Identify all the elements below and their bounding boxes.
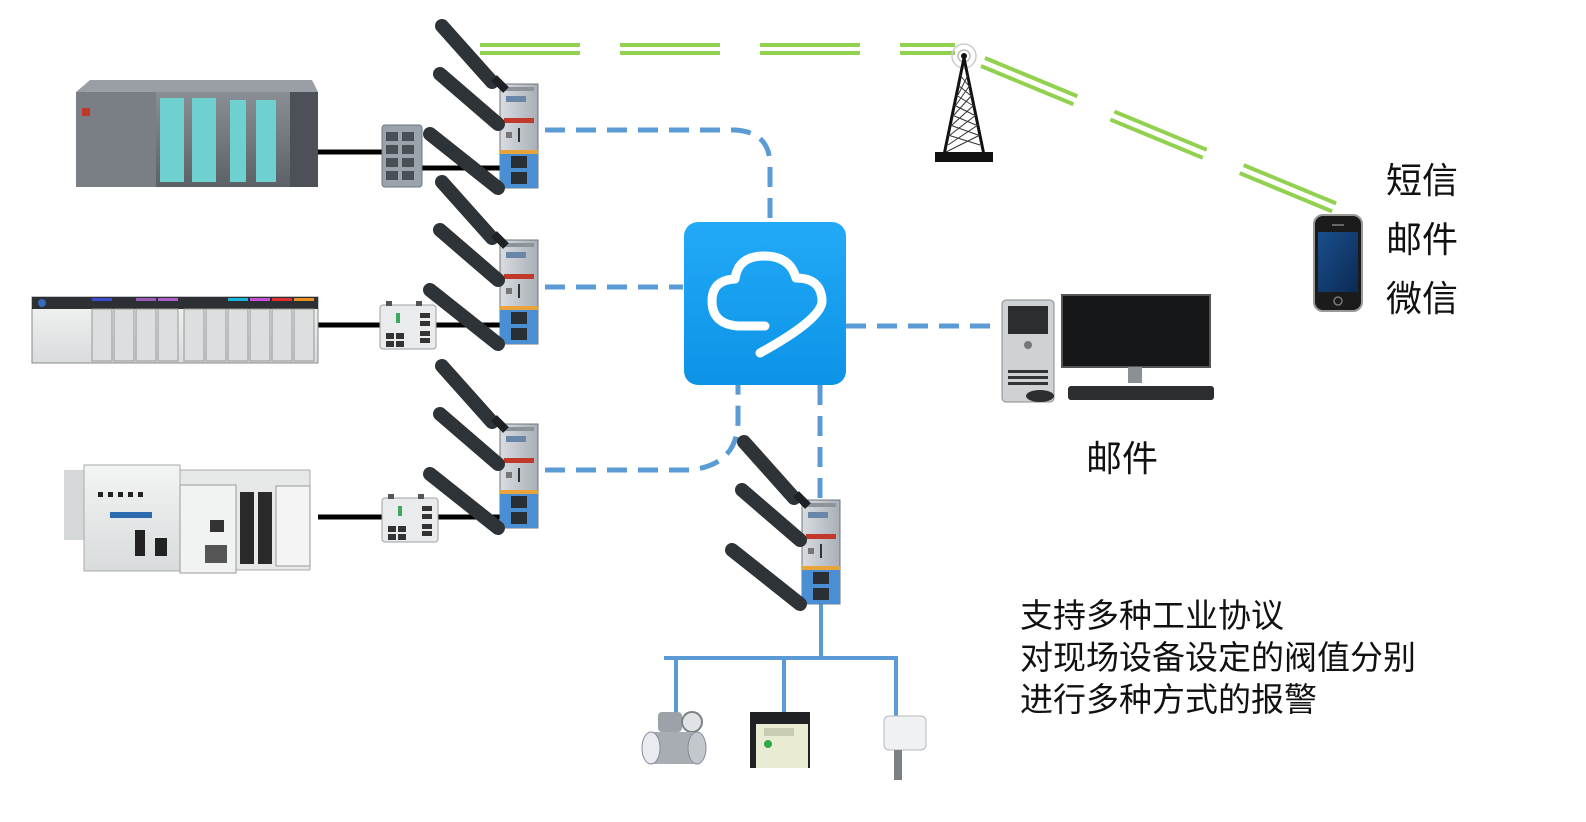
alert-method-email: 邮件 (1386, 220, 1459, 261)
cloud-platform[interactable] (684, 222, 846, 385)
description-line-3: 进行多种方式的报警 (1020, 680, 1317, 719)
link-router3-cloud (545, 385, 741, 473)
description-line-2: 对现场设备设定的阀值分别 (1020, 638, 1416, 677)
field-bus (664, 602, 898, 716)
wireless-link-router-to-tower (480, 43, 955, 55)
temperature-sensor-device (883, 715, 927, 780)
feature-description: 支持多种工业协议 对现场设备设定的阀值分别 进行多种方式的报警 (1020, 595, 1416, 721)
alert-method-wechat: 微信 (1386, 279, 1459, 320)
wireless-link-tower-to-phone (980, 56, 1341, 215)
cloud-links (545, 127, 1000, 502)
cellular-router-2 (430, 182, 538, 344)
cellular-router-1 (430, 26, 538, 188)
plc-schneider-rack (64, 464, 311, 574)
ethernet-switch-1 (381, 124, 423, 188)
cellular-router-3 (430, 366, 538, 528)
description-line-1: 支持多种工业协议 (1020, 596, 1284, 635)
ethernet-switch-3 (381, 493, 439, 543)
cellular-router-4 (732, 442, 840, 604)
plc-siemens-rack (76, 80, 318, 187)
cloud-chat-icon (707, 251, 827, 358)
cell-tower-icon (935, 43, 993, 162)
smartphone-icon (1313, 214, 1363, 312)
desktop-computer-icon (1001, 294, 1214, 403)
link-router1-cloud (545, 127, 773, 222)
frequency-drive-device (750, 712, 810, 768)
pc-email-label: 邮件 (1086, 439, 1159, 480)
ethernet-switch-2 (379, 300, 437, 350)
alert-method-sms: 短信 (1386, 161, 1459, 202)
flowmeter-device (641, 711, 707, 765)
alert-methods-list: 短信 邮件 微信 (1386, 152, 1458, 329)
plc-allen-bradley-rack (31, 296, 319, 364)
